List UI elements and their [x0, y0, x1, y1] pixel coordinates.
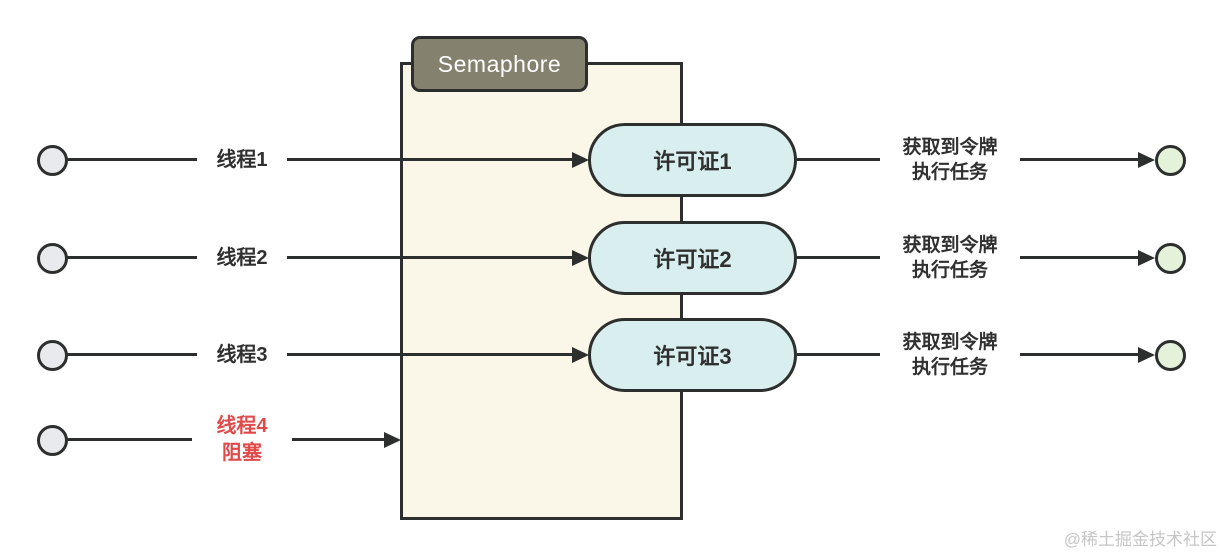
thread3-start-circle [37, 340, 68, 371]
thread1-start-circle [37, 145, 68, 176]
thread2-start-circle [37, 243, 68, 274]
thread3-end-circle [1155, 340, 1186, 371]
thread1-outcome-arrowhead-icon [1138, 152, 1155, 168]
thread1-end-circle [1155, 145, 1186, 176]
permit2-node: 许可证2 [588, 221, 797, 295]
thread1-label: 线程1 [197, 145, 287, 175]
thread4-start-circle [37, 425, 68, 456]
thread2-outcome-label: 获取到令牌 执行任务 [880, 233, 1020, 283]
thread2-end-circle [1155, 243, 1186, 274]
thread3-outcome-line2: 执行任务 [911, 357, 988, 378]
thread1-outcome-line1: 获取到令牌 [902, 137, 998, 158]
permit3-node: 许可证3 [588, 318, 797, 392]
thread3-outcome-line1: 获取到令牌 [902, 332, 998, 353]
watermark: @稀土掘金技术社区 [1063, 530, 1217, 549]
thread3-label: 线程3 [197, 340, 287, 370]
thread4-blocked-label: 线程4 阻塞 [192, 413, 292, 467]
thread2-label: 线程2 [197, 243, 287, 273]
thread2-arrowhead-icon [572, 250, 589, 266]
semaphore-title-badge: Semaphore [411, 36, 588, 92]
thread4-label: 线程4 [216, 415, 268, 437]
thread1-outcome-line2: 执行任务 [911, 162, 988, 183]
thread3-outcome-arrowhead-icon [1138, 347, 1155, 363]
thread1-line [66, 158, 573, 161]
permit1-node: 许可证1 [588, 123, 797, 197]
thread2-outcome-line2: 执行任务 [911, 260, 988, 281]
thread2-outcome-arrowhead-icon [1138, 250, 1155, 266]
thread3-line [66, 353, 573, 356]
thread4-arrowhead-icon [384, 432, 401, 448]
thread3-arrowhead-icon [572, 347, 589, 363]
thread2-outcome-line1: 获取到令牌 [902, 235, 998, 256]
thread1-arrowhead-icon [572, 152, 589, 168]
thread1-outcome-label: 获取到令牌 执行任务 [880, 135, 1020, 185]
thread4-blocked-text: 阻塞 [222, 442, 262, 464]
thread2-line [66, 256, 573, 259]
thread3-outcome-label: 获取到令牌 执行任务 [880, 330, 1020, 380]
